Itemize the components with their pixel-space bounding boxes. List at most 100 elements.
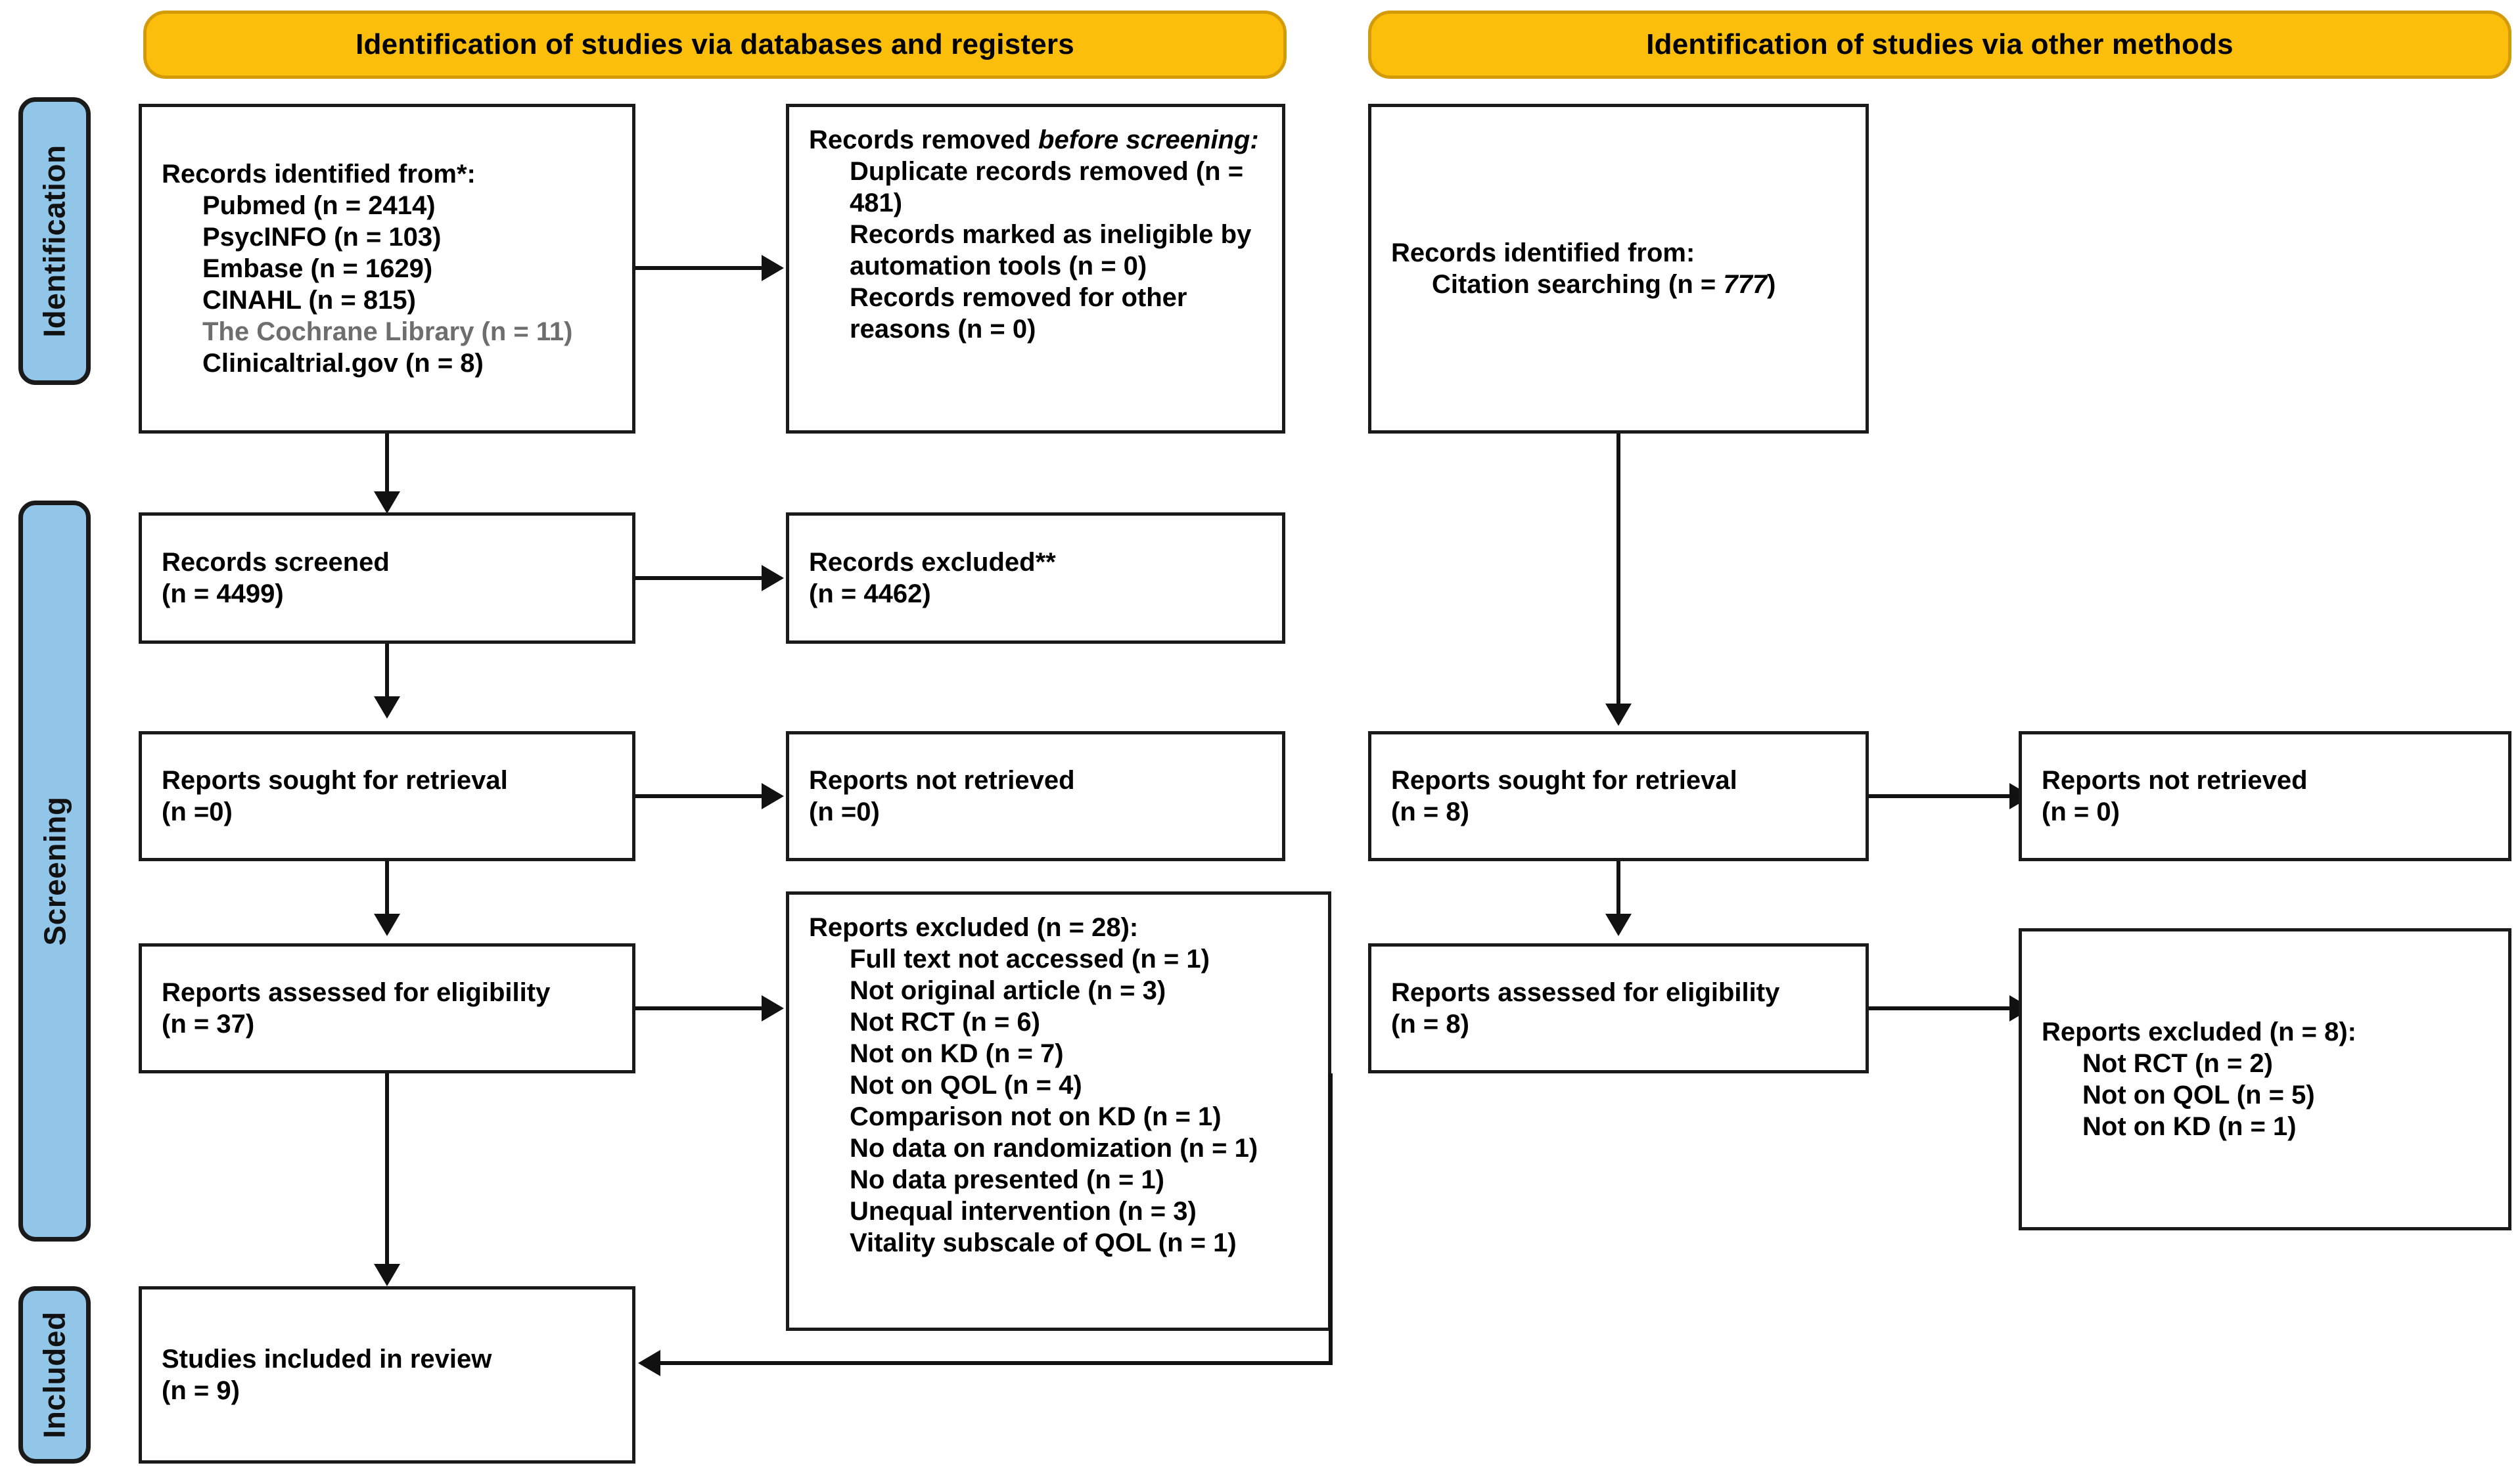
records-screened-line1: Records screened	[162, 548, 390, 577]
reports-assessed-left-line2: (n = 37)	[162, 1010, 255, 1039]
box-reports-excluded-left: Reports excluded (n = 28): Full text not…	[786, 891, 1331, 1331]
source-cinahl: CINAHL (n = 815)	[202, 286, 416, 315]
reason-vitality-subscale: Vitality subscale of QOL (n = 1)	[850, 1228, 1237, 1257]
box-records-removed-before-screening: Records removed before screening: Duplic…	[786, 104, 1285, 434]
records-identified-source-list: Pubmed (n = 2414) PsycINFO (n = 103) Emb…	[162, 190, 612, 379]
reports-excluded-right-title: Reports excluded (n = 8):	[2042, 1018, 2356, 1046]
connector-assessed-to-excluded-right	[1869, 1006, 2009, 1010]
arrow-assessed-to-excluded-left	[762, 995, 784, 1021]
banner-other-methods-label: Identification of studies via other meth…	[1646, 28, 2234, 60]
reason-not-on-qol: Not on QOL (n = 4)	[850, 1071, 1082, 1100]
reports-excluded-left-title: Reports excluded (n = 28):	[809, 913, 1139, 942]
connector-right-assessed-down	[1329, 1073, 1333, 1365]
reason-no-data-randomization: No data on randomization (n = 1)	[850, 1134, 1258, 1163]
connector-sought-to-assessed-right	[1616, 861, 1620, 927]
source-embase: Embase (n = 1629)	[202, 254, 433, 283]
records-identified-other-list: Citation searching (n = 777)	[1391, 269, 1846, 300]
source-pubmed: Pubmed (n = 2414)	[202, 191, 436, 220]
box-reports-assessed-right: Reports assessed for eligibility (n = 8)	[1368, 943, 1869, 1073]
reports-sought-left-line1: Reports sought for retrieval	[162, 766, 508, 795]
connector-screened-to-excluded	[635, 576, 762, 580]
box-records-excluded: Records excluded** (n = 4462)	[786, 512, 1285, 644]
banner-other-methods: Identification of studies via other meth…	[1368, 11, 2511, 79]
reason-unequal-intervention: Unequal intervention (n = 3)	[850, 1197, 1197, 1226]
connector-sought-to-not-retrieved-right	[1869, 794, 2009, 798]
connector-screened-to-sought	[385, 644, 389, 709]
connector-sought-to-not-retrieved-left	[635, 794, 762, 798]
connector-right-assessed-to-included	[660, 1361, 1333, 1365]
records-identified-title: Records identified from*:	[162, 160, 476, 189]
arrow-assessed-to-included	[374, 1264, 400, 1286]
box-reports-sought-left: Reports sought for retrieval (n =0)	[139, 731, 635, 861]
box-reports-not-retrieved-right: Reports not retrieved (n = 0)	[2019, 731, 2511, 861]
connector-identified-to-screened	[385, 434, 389, 505]
reports-not-retrieved-left-line1: Reports not retrieved	[809, 766, 1075, 795]
reports-assessed-right-line1: Reports assessed for eligibility	[1391, 978, 1780, 1007]
reports-not-retrieved-left-line2: (n =0)	[809, 797, 880, 826]
removed-other-reasons: Records removed for other reasons (n = 0…	[850, 283, 1187, 344]
records-removed-title-plain: Records removed	[809, 125, 1039, 154]
rail-included: Included	[18, 1286, 91, 1464]
arrow-identified-to-screened	[374, 491, 400, 514]
records-screened-line2: (n = 4499)	[162, 579, 284, 608]
connector-identified-to-removed	[635, 266, 762, 270]
connector-sought-to-assessed-left	[385, 861, 389, 927]
box-records-screened: Records screened (n = 4499)	[139, 512, 635, 644]
box-records-identified-other: Records identified from: Citation search…	[1368, 104, 1869, 434]
rail-screening: Screening	[18, 501, 91, 1242]
records-removed-title: Records removed before screening:	[809, 124, 1262, 156]
arrow-sought-to-not-retrieved-left	[762, 783, 784, 809]
rail-screening-label: Screening	[37, 796, 72, 946]
arrow-sought-to-assessed-right	[1605, 914, 1632, 936]
reports-not-retrieved-right-line1: Reports not retrieved	[2042, 766, 2308, 795]
studies-included-line2: (n = 9)	[162, 1376, 240, 1405]
connector-other-identified-to-sought	[1616, 434, 1620, 717]
source-clinicaltrial-gov: Clinicaltrial.gov (n = 8)	[202, 349, 484, 378]
citation-searching-plain: Citation searching (n =	[1432, 270, 1724, 299]
records-identified-other-title: Records identified from:	[1391, 238, 1695, 267]
box-reports-not-retrieved-left: Reports not retrieved (n =0)	[786, 731, 1285, 861]
reason-not-rct: Not RCT (n = 6)	[850, 1008, 1040, 1037]
banner-databases-registers-label: Identification of studies via databases …	[355, 28, 1074, 60]
source-psycinfo: PsycINFO (n = 103)	[202, 223, 442, 252]
reports-excluded-right-reasons: Not RCT (n = 2) Not on QOL (n = 5) Not o…	[2042, 1048, 2488, 1142]
box-studies-included: Studies included in review (n = 9)	[139, 1286, 635, 1464]
reports-sought-right-line1: Reports sought for retrieval	[1391, 766, 1737, 795]
reason-right-not-on-kd: Not on KD (n = 1)	[2082, 1112, 2297, 1141]
reports-sought-right-line2: (n = 8)	[1391, 797, 1469, 826]
box-records-identified-databases: Records identified from*: Pubmed (n = 24…	[139, 104, 635, 434]
arrow-right-assessed-to-included	[638, 1350, 660, 1376]
reason-no-data-presented: No data presented (n = 1)	[850, 1165, 1164, 1194]
reports-assessed-right-line2: (n = 8)	[1391, 1010, 1469, 1039]
arrow-other-identified-to-sought	[1605, 704, 1632, 726]
box-reports-excluded-right: Reports excluded (n = 8): Not RCT (n = 2…	[2019, 928, 2511, 1230]
reason-comparison-not-on-kd: Comparison not on KD (n = 1)	[850, 1102, 1222, 1131]
records-removed-title-italic: before screening	[1038, 125, 1250, 154]
connector-assessed-to-excluded-left	[635, 1006, 762, 1010]
source-cochrane-library: The Cochrane Library (n = 11)	[202, 317, 573, 346]
rail-included-label: Included	[37, 1311, 72, 1439]
reports-excluded-left-reasons: Full text not accessed (n = 1) Not origi…	[809, 943, 1308, 1259]
box-reports-sought-right: Reports sought for retrieval (n = 8)	[1368, 731, 1869, 861]
arrow-sought-to-assessed-left	[374, 914, 400, 936]
reason-not-original-article: Not original article (n = 3)	[850, 976, 1166, 1005]
records-excluded-line2: (n = 4462)	[809, 579, 931, 608]
reason-not-on-kd: Not on KD (n = 7)	[850, 1039, 1064, 1068]
reports-not-retrieved-right-line2: (n = 0)	[2042, 797, 2120, 826]
reason-right-not-on-qol: Not on QOL (n = 5)	[2082, 1081, 2315, 1110]
source-citation-searching: Citation searching (n = 777)	[1432, 269, 1846, 300]
arrow-identified-to-removed	[762, 255, 784, 281]
rail-identification-label: Identification	[37, 145, 72, 338]
rail-identification: Identification	[18, 97, 91, 385]
banner-databases-registers: Identification of studies via databases …	[143, 11, 1287, 79]
reason-full-text-not-accessed: Full text not accessed (n = 1)	[850, 945, 1210, 974]
connector-assessed-to-included	[385, 1073, 389, 1277]
reports-assessed-left-line1: Reports assessed for eligibility	[162, 978, 551, 1007]
box-reports-assessed-left: Reports assessed for eligibility (n = 37…	[139, 943, 635, 1073]
records-removed-list: Duplicate records removed (n = 481) Reco…	[809, 156, 1262, 345]
records-excluded-line1: Records excluded**	[809, 548, 1056, 577]
records-removed-title-tail: :	[1250, 125, 1259, 154]
citation-searching-count: 777	[1723, 270, 1768, 299]
reason-right-not-rct: Not RCT (n = 2)	[2082, 1049, 2273, 1078]
